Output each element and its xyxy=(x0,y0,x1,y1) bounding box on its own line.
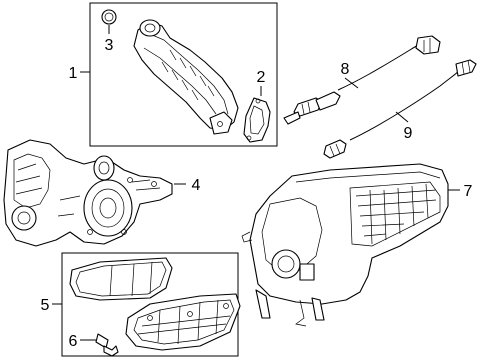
egr-gasket xyxy=(243,97,271,143)
leader-line-9 xyxy=(395,111,409,123)
callout-6: 6 xyxy=(69,333,78,350)
callout-4: 4 xyxy=(192,177,201,194)
intake-manifold-gasket xyxy=(69,257,173,301)
turbocharger-housing xyxy=(3,139,173,247)
egr-cooler xyxy=(133,19,239,135)
callout-2: 2 xyxy=(257,69,266,86)
intake-manifold-gasket-plate xyxy=(125,293,241,351)
egr-group-box xyxy=(89,2,278,147)
bolt xyxy=(95,333,119,357)
oxygen-sensor-downstream xyxy=(323,59,477,159)
callout-7: 7 xyxy=(464,183,473,200)
callout-8: 8 xyxy=(341,61,350,78)
callout-1: 1 xyxy=(69,65,78,82)
egr-seal-ring xyxy=(101,9,117,25)
oxygen-sensor-upstream xyxy=(283,35,441,125)
leader-line-8 xyxy=(344,77,359,89)
intake-manifold xyxy=(241,163,449,327)
callout-5: 5 xyxy=(41,297,50,314)
callout-3: 3 xyxy=(105,37,114,54)
callout-9: 9 xyxy=(404,125,413,142)
